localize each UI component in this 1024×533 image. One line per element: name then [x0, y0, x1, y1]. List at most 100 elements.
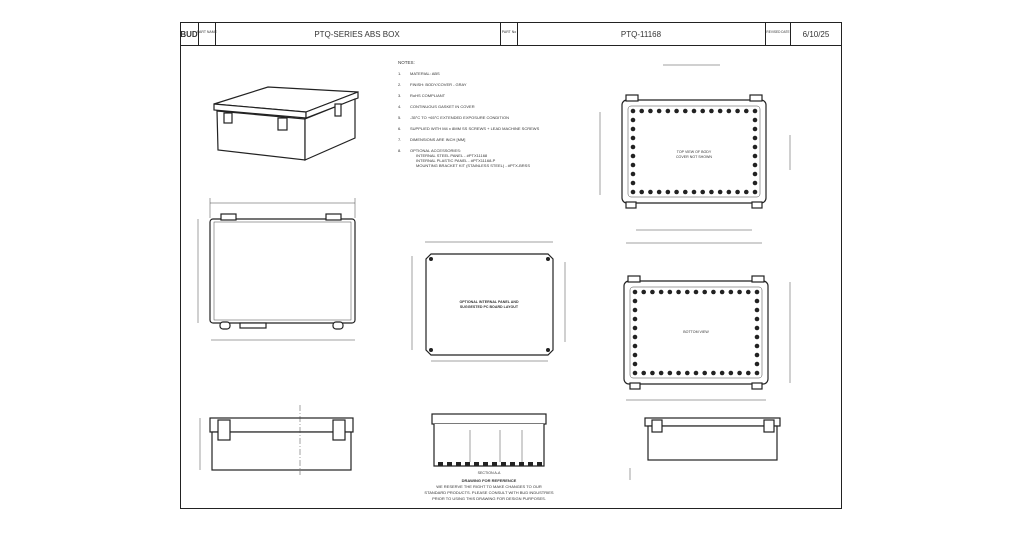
note-text: RoHS COMPLIANT	[410, 93, 446, 98]
screw-hole	[745, 370, 751, 376]
screw-hole	[650, 370, 655, 376]
screw-hole	[639, 189, 645, 195]
screw-hole	[667, 370, 673, 376]
top-body-sublabel: COVER NOT SHOWN	[676, 155, 712, 159]
screw-hole	[632, 307, 638, 313]
screw-hole	[630, 126, 636, 132]
bottom-view-label: BOTTOM VIEW	[683, 330, 709, 334]
note-text: FINISH: BODY/COVER - GRAY	[410, 82, 467, 87]
screw-hole	[754, 325, 760, 331]
screw-hole	[630, 162, 636, 168]
screw-hole	[682, 189, 688, 195]
screw-hole	[735, 189, 740, 195]
screw-hole	[632, 343, 638, 349]
screw-hole	[632, 334, 638, 340]
bud-logo: BUD	[180, 30, 198, 39]
screw-hole	[743, 189, 749, 195]
screw-hole	[752, 162, 758, 168]
section-boss	[456, 462, 461, 466]
screw-hole	[632, 325, 638, 331]
title-block: BUD PART NAME PTQ-SERIES ABS BOX PART No…	[180, 22, 842, 46]
screw-hole	[630, 189, 636, 195]
disclaimer: DRAWING FOR REFERENCE WE RESERVE THE RIG…	[424, 478, 553, 501]
part-name: PTQ-SERIES ABS BOX	[314, 30, 400, 39]
screw-hole	[630, 180, 636, 186]
screw-hole	[737, 370, 742, 376]
screw-hole	[630, 144, 636, 150]
screw-hole	[648, 189, 653, 195]
screw-hole	[752, 126, 758, 132]
screw-hole	[754, 316, 760, 322]
note-text: OPTIONAL ACCESSORIES:	[410, 148, 461, 153]
screw-hole	[632, 361, 638, 367]
screw-hole	[709, 108, 714, 114]
disclaimer-line: DRAWING FOR REFERENCE	[462, 478, 517, 483]
screw-hole	[641, 289, 647, 295]
screw-hole	[737, 289, 742, 295]
screw-hole	[700, 108, 706, 114]
screw-hole	[702, 370, 708, 376]
disclaimer-line: STANDARD PRODUCTS. PLEASE CONSULT WITH B…	[424, 490, 553, 495]
screw-hole	[656, 189, 662, 195]
side-view	[199, 405, 354, 475]
screw-hole	[630, 171, 636, 177]
screw-hole	[754, 334, 760, 340]
note-number: 5.	[398, 115, 401, 120]
section-boss	[438, 462, 443, 466]
top-view	[197, 198, 356, 341]
screw-hole	[752, 171, 758, 177]
screw-hole	[711, 370, 716, 376]
screw-hole	[658, 370, 664, 376]
accessory-item: MOUNTING BRACKET KIT (STAINLESS STEEL) -…	[416, 163, 530, 168]
screw-hole	[630, 108, 636, 114]
note-text: DIMENSIONS ARE INCH [MM]	[410, 137, 465, 142]
section-boss	[501, 462, 506, 466]
screw-hole	[648, 108, 653, 114]
screw-hole	[754, 370, 760, 376]
screw-hole	[728, 370, 734, 376]
screw-hole	[665, 108, 671, 114]
section-boss	[528, 462, 533, 466]
section-boss	[510, 462, 515, 466]
part-no-label: PART No	[502, 30, 516, 34]
screw-hole	[630, 135, 636, 141]
screw-hole	[630, 117, 636, 123]
note-number: 7.	[398, 137, 401, 142]
note-number: 2.	[398, 82, 401, 87]
screw-hole	[693, 289, 699, 295]
section-boss	[519, 462, 524, 466]
screw-hole	[658, 289, 664, 295]
screw-hole	[667, 289, 673, 295]
screw-hole	[719, 370, 725, 376]
screw-hole	[752, 144, 758, 150]
screw-hole	[702, 289, 708, 295]
screw-hole	[752, 153, 758, 159]
screw-hole	[693, 370, 699, 376]
screw-hole	[632, 298, 638, 304]
screw-hole	[650, 289, 655, 295]
note-number: 1.	[398, 71, 401, 76]
screw-hole	[676, 370, 681, 376]
accessory-item: INTERNAL PLASTIC PANEL - #PTX11168-P	[416, 158, 496, 163]
screw-hole	[674, 189, 679, 195]
screw-hole	[754, 343, 760, 349]
screw-hole	[726, 108, 732, 114]
screw-hole	[754, 361, 760, 367]
screw-hole	[691, 189, 697, 195]
sheet-border	[180, 22, 842, 509]
bottom-view: BOTTOM VIEW	[623, 275, 791, 401]
screw-hole	[754, 289, 760, 295]
screw-hole	[728, 289, 734, 295]
screw-hole	[682, 108, 688, 114]
panel-label-line1: OPTIONAL INTERNAL PANEL AND	[459, 300, 519, 304]
screw-hole	[632, 316, 638, 322]
revision-date: 6/10/25	[803, 30, 830, 39]
screw-hole	[752, 117, 758, 123]
screw-hole	[752, 180, 758, 186]
disclaimer-line: WE RESERVE THE RIGHT TO MAKE CHANGES TO …	[436, 484, 542, 489]
screw-hole	[684, 370, 690, 376]
screw-hole	[630, 153, 636, 159]
screw-hole	[656, 108, 662, 114]
note-number: 6.	[398, 126, 401, 131]
